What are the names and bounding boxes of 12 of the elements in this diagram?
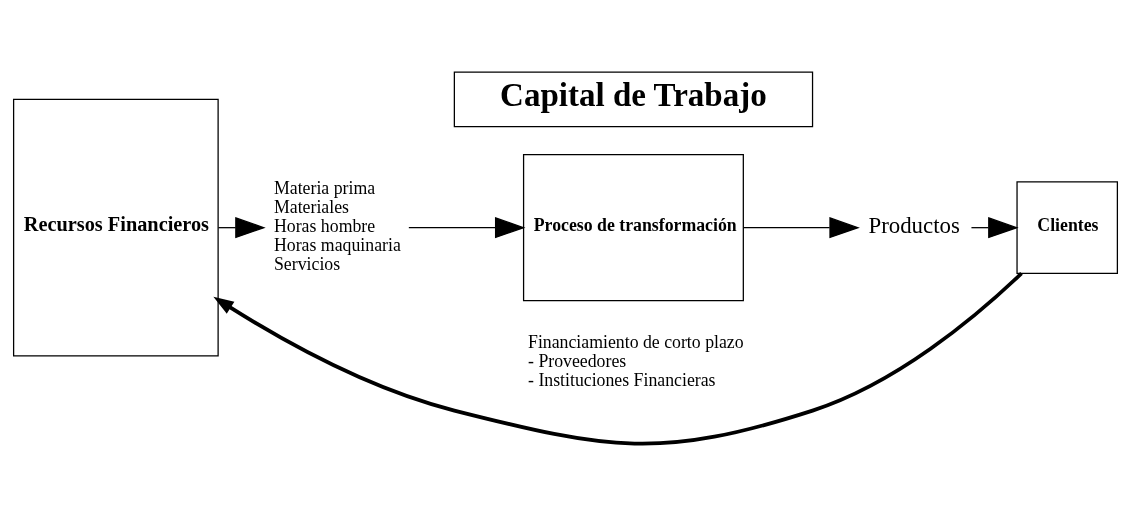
arrow	[408, 216, 526, 238]
node-text: Materia prima Materiales Horas hombre Horas maquinaria Servicios	[274, 177, 401, 274]
label: Financiamiento de corto plazo	[528, 331, 744, 352]
label: - Instituciones Financieras	[528, 369, 716, 390]
label: - Proveedores	[528, 350, 627, 371]
arrow	[743, 216, 860, 238]
node-box: Capital de Trabajo	[453, 70, 814, 127]
node-box: Proceso de transformación	[522, 153, 744, 301]
arrow	[213, 271, 1023, 445]
node-box: Recursos Financieros	[13, 98, 219, 357]
node-text: Productos	[868, 212, 960, 238]
node-box: Clientes	[1016, 180, 1118, 274]
